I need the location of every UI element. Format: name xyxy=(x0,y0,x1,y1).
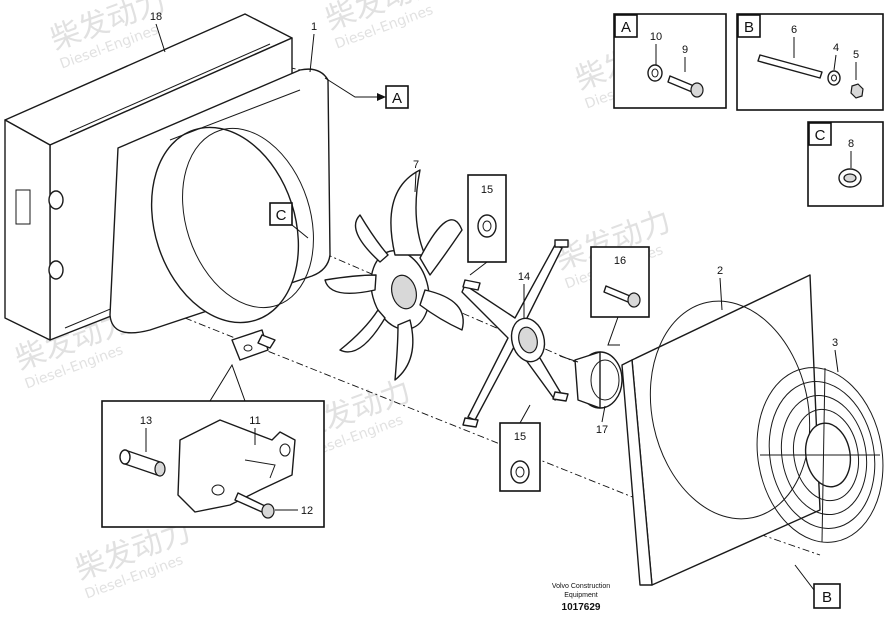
bolt-icon xyxy=(667,75,704,98)
footer-company-line2: Equipment xyxy=(564,592,598,599)
leader-line xyxy=(291,224,309,239)
callout-7: 7 xyxy=(413,159,419,171)
callout-12: 12 xyxy=(301,505,313,517)
spacer-13 xyxy=(119,449,166,477)
detail-a-tag xyxy=(614,14,638,38)
callout-11: 11 xyxy=(249,415,260,427)
leader-line xyxy=(519,404,531,424)
callout-6: 6 xyxy=(791,24,797,36)
drawing-number: 1017629 xyxy=(562,602,601,613)
nut-icon xyxy=(850,83,864,99)
callout-3: 3 xyxy=(832,337,838,349)
callout-15-lower: 15 xyxy=(514,431,526,443)
motor xyxy=(559,351,623,409)
leader-line xyxy=(794,564,815,591)
callout-14: 14 xyxy=(518,271,530,283)
bolt-icon xyxy=(603,285,641,308)
washer-icon xyxy=(647,64,663,82)
hinge-bracket-small xyxy=(231,329,276,361)
callout-13: 13 xyxy=(140,415,152,427)
leader-line xyxy=(209,363,246,402)
leader-line xyxy=(607,316,620,346)
washer-icon xyxy=(827,70,841,86)
washer-icon xyxy=(477,214,497,238)
detail-b-reference: B xyxy=(822,589,832,606)
callout-5: 5 xyxy=(853,49,859,61)
leader-line xyxy=(309,33,315,73)
callout-16: 16 xyxy=(614,255,626,267)
leader-line xyxy=(601,405,606,423)
wire-grille xyxy=(756,367,884,543)
callout-8: 8 xyxy=(848,138,854,150)
callout-18: 18 xyxy=(150,11,162,23)
pin-bolt xyxy=(462,239,569,428)
detail-c-letter: C xyxy=(815,127,826,144)
arrow-icon xyxy=(377,93,386,101)
leader-line xyxy=(719,277,723,311)
guard-frame xyxy=(621,274,821,586)
nut-icon xyxy=(838,168,862,188)
detail-b-reference-tag xyxy=(813,583,841,609)
detail-c-reference: C xyxy=(276,207,287,224)
detail-c-tag xyxy=(808,122,832,146)
fan xyxy=(324,169,464,381)
callout-17: 17 xyxy=(596,424,608,436)
detail-c-reference-tag xyxy=(269,202,293,226)
detail-a-letter: A xyxy=(621,19,631,36)
leader-line xyxy=(414,171,417,193)
stud-icon xyxy=(757,54,823,79)
callout-box-16 xyxy=(590,246,650,318)
leader-line xyxy=(324,77,386,98)
fan-shroud xyxy=(109,68,331,334)
callout-1: 1 xyxy=(311,21,317,33)
callout-10: 10 xyxy=(650,31,662,43)
detail-b-letter: B xyxy=(744,19,754,36)
footer-company-line1: Volvo Construction xyxy=(552,583,610,590)
callout-2: 2 xyxy=(717,265,723,277)
detail-b-tag xyxy=(737,14,761,38)
detail-a-reference: A xyxy=(392,90,402,107)
callout-15-upper: 15 xyxy=(481,184,493,196)
leader-line xyxy=(833,54,837,71)
motor-bracket xyxy=(461,244,563,421)
callout-4: 4 xyxy=(833,42,839,54)
washer-icon xyxy=(510,460,530,484)
callout-9: 9 xyxy=(682,44,688,56)
leader-line xyxy=(834,349,839,373)
leader-line xyxy=(155,23,166,53)
bolt-12 xyxy=(234,492,275,519)
